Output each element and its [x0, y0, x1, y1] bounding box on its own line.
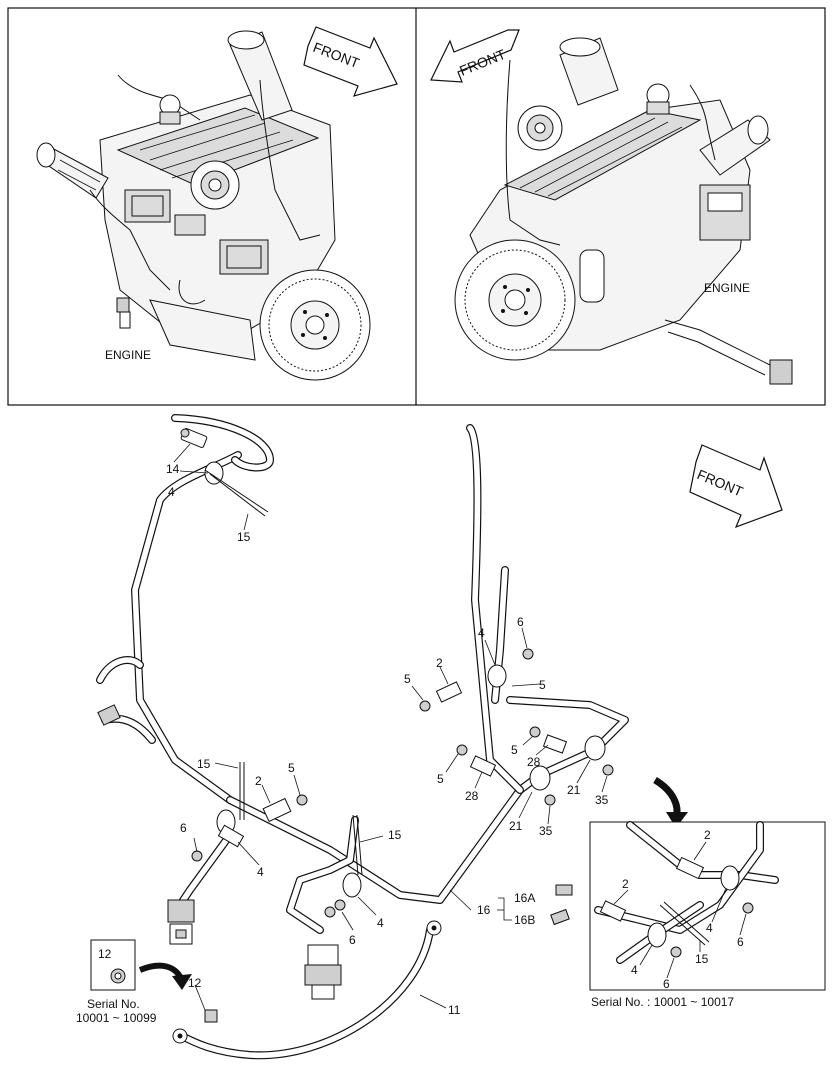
- callout-21: 21: [509, 819, 523, 833]
- detail-pointer-arrows: [138, 776, 688, 990]
- inset-left-serial-line1: Serial No.: [87, 997, 140, 1011]
- inset-left-part-number: 12: [98, 947, 112, 961]
- harness-tubes: [96, 414, 629, 1060]
- callout-2: 2: [436, 656, 443, 670]
- front-arrow-left-panel: FRONT: [303, 26, 398, 97]
- callout-15: 15: [388, 828, 402, 842]
- callout-4: 4: [377, 916, 384, 930]
- callout-5: 5: [288, 761, 295, 775]
- callout-11: 11: [448, 1003, 461, 1017]
- inset-left-serial-line2: 10001 ~ 10099: [76, 1011, 157, 1025]
- harness-components: [97, 428, 614, 1044]
- inset-left-box: 12: [90, 939, 136, 991]
- callout-4: 4: [257, 865, 264, 879]
- callout-12: 12: [188, 976, 202, 990]
- inset-right-callout-4: 4: [631, 963, 638, 977]
- callout-4: 4: [168, 485, 175, 499]
- callout-5: 5: [404, 672, 411, 686]
- callout-5: 5: [437, 772, 444, 786]
- inset-right-callout-15: 15: [695, 952, 709, 966]
- inset-right-callout-2: 2: [622, 877, 629, 891]
- callout-16B: 16B: [514, 913, 535, 927]
- callout-16: 16: [477, 903, 491, 917]
- front-arrow-right-panel: FRONT: [430, 29, 520, 83]
- main-callouts: 14 4 15 4 6 2 5 5 5 28 5 28 21 35 21 35 …: [166, 462, 609, 1017]
- callout-15: 15: [197, 757, 211, 771]
- callout-5: 5: [511, 743, 518, 757]
- callout-21: 21: [567, 783, 581, 797]
- top-panels-frame: [7, 7, 826, 406]
- callout-28: 28: [465, 789, 479, 803]
- callout-6: 6: [349, 933, 356, 947]
- engine-label-right: ENGINE: [704, 281, 750, 295]
- inset-right-callout-4: 4: [706, 921, 713, 935]
- callout-5: 5: [539, 678, 546, 692]
- inset-right-callout-6: 6: [737, 935, 744, 949]
- inset-right-callout-2: 2: [704, 828, 711, 842]
- callout-14: 14: [166, 462, 180, 476]
- callout-6: 6: [180, 821, 187, 835]
- inset-right-callout-6: 6: [663, 977, 670, 991]
- inset-right-serial: Serial No. : 10001 ~ 10017: [591, 995, 734, 1009]
- callout-6: 6: [517, 615, 524, 629]
- callout-35: 35: [595, 793, 609, 807]
- callout-16A: 16A: [514, 891, 535, 905]
- leader-lines: [173, 443, 608, 1011]
- engine-right-illustration: [454, 37, 793, 385]
- callout-28: 28: [527, 755, 541, 769]
- inset-right-box: 2 2 4 6 4 6 15: [589, 821, 826, 991]
- front-arrow-main: FRONT: [689, 444, 783, 529]
- callout-2: 2: [255, 774, 262, 788]
- callout-35: 35: [539, 824, 553, 838]
- engine-label-left: ENGINE: [105, 348, 151, 362]
- callout-4: 4: [478, 626, 485, 640]
- engine-left-illustration: [36, 30, 371, 381]
- callout-15: 15: [237, 530, 251, 544]
